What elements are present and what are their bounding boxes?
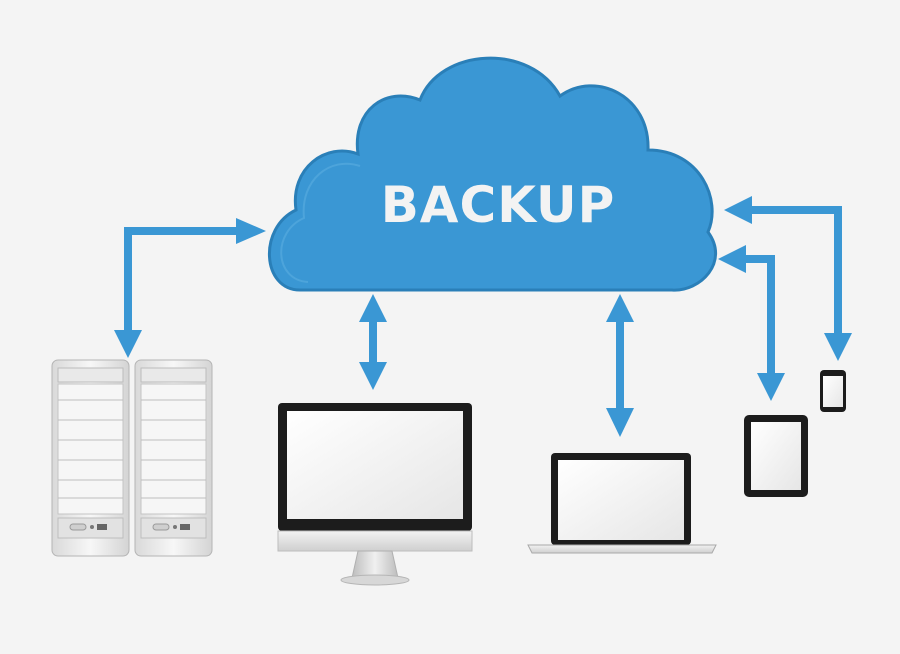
server-rack-left bbox=[51, 359, 130, 557]
backup-cloud: BACKUP bbox=[268, 56, 717, 292]
desktop-sync-arrow bbox=[359, 294, 387, 390]
tablet bbox=[744, 415, 808, 497]
smartphone bbox=[820, 370, 846, 412]
cloud-highlight bbox=[280, 162, 361, 283]
laptop-sync-arrow bbox=[606, 294, 634, 437]
server-rack-right bbox=[134, 359, 213, 557]
cloud-label: BACKUP bbox=[381, 176, 616, 234]
arrows bbox=[114, 196, 852, 437]
cloud-shape bbox=[268, 56, 717, 292]
server-sync-arrow bbox=[114, 218, 266, 358]
desktop-monitor bbox=[277, 403, 473, 586]
laptop bbox=[527, 453, 717, 554]
tablet-sync-arrow bbox=[718, 245, 785, 401]
phone-sync-arrow bbox=[724, 196, 852, 361]
